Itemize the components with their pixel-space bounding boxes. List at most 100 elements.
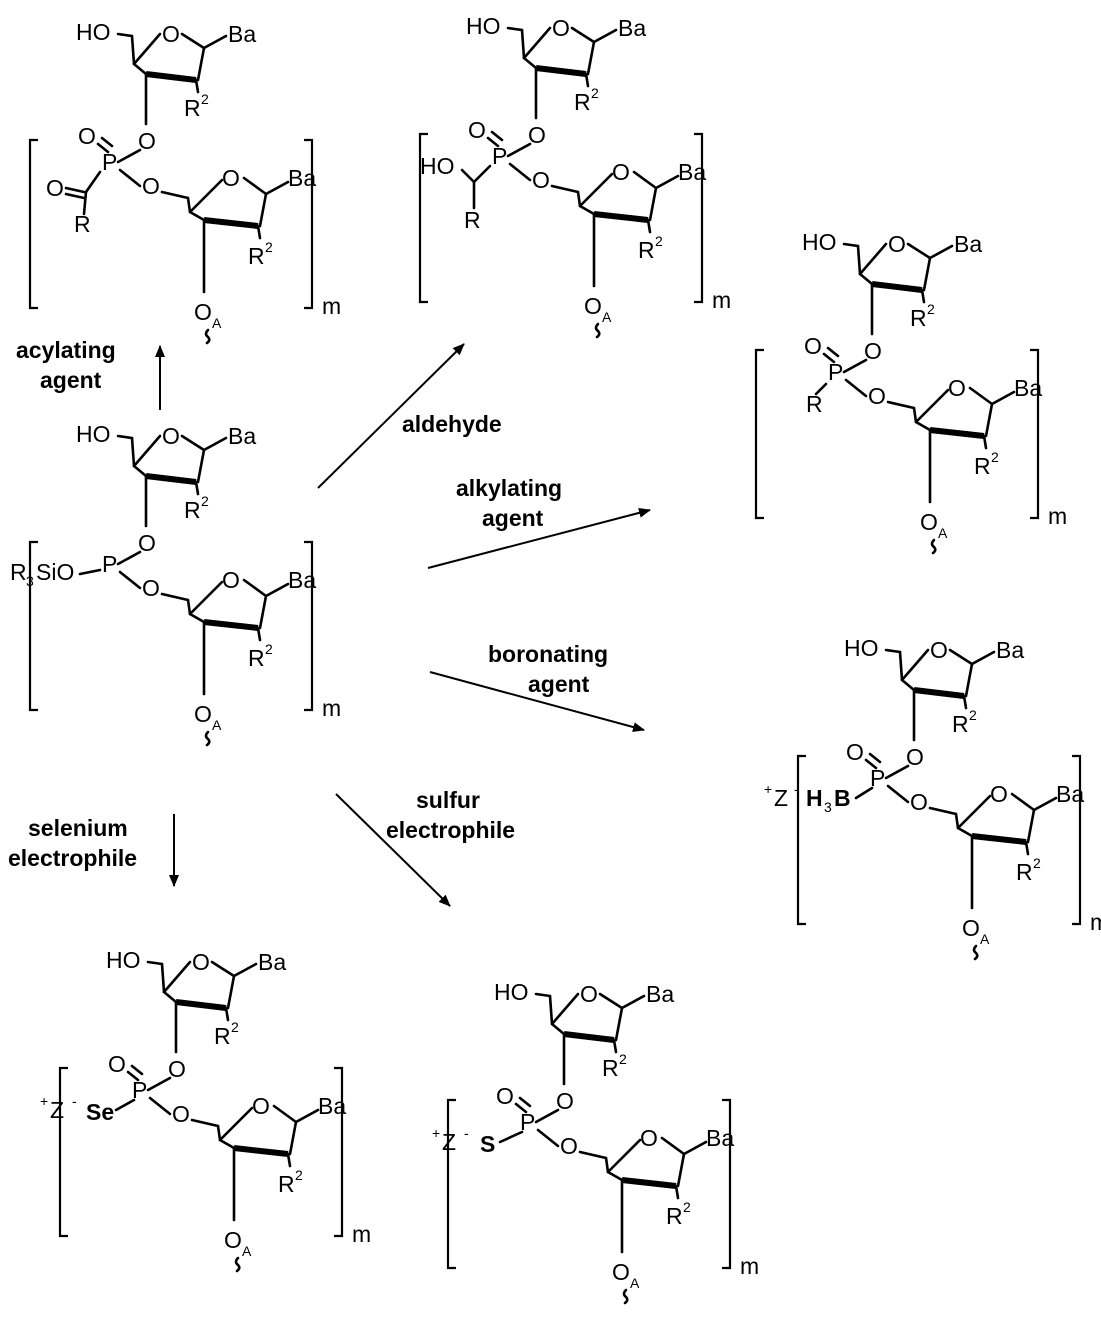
svg-text:B: B xyxy=(834,785,851,811)
svg-text:aldehyde: aldehyde xyxy=(402,411,502,437)
alkyl-product: HO O Ba R 2 O P O O xyxy=(756,229,1067,553)
svg-text:boronating: boronating xyxy=(488,641,608,667)
svg-text:R: R xyxy=(464,207,481,233)
svg-text:O: O xyxy=(172,1101,190,1127)
svg-text:O: O xyxy=(142,173,160,199)
svg-text:O: O xyxy=(580,981,598,1007)
svg-text:R: R xyxy=(974,453,991,479)
svg-text:HO: HO xyxy=(466,13,501,39)
svg-text:A: A xyxy=(602,309,612,325)
svg-text:R: R xyxy=(638,237,655,263)
svg-text:O: O xyxy=(990,781,1008,807)
svg-text:HO: HO xyxy=(802,229,837,255)
svg-text:A: A xyxy=(938,525,948,541)
svg-text:S: S xyxy=(480,1131,495,1157)
svg-text:O: O xyxy=(962,915,980,941)
svg-text:O: O xyxy=(194,299,212,325)
svg-text:m: m xyxy=(712,287,731,313)
svg-text:R: R xyxy=(952,711,969,737)
svg-text:2: 2 xyxy=(619,1051,627,1067)
svg-text:O: O xyxy=(78,123,96,149)
svg-text:O: O xyxy=(910,789,928,815)
reagent-aldehyde: aldehyde xyxy=(402,411,502,437)
svg-text:Ba: Ba xyxy=(646,981,674,1007)
svg-text:R: R xyxy=(74,211,91,237)
svg-text:P: P xyxy=(102,551,117,577)
svg-text:Z: Z xyxy=(442,1129,456,1155)
svg-text:O: O xyxy=(46,175,64,201)
svg-text:electrophile: electrophile xyxy=(8,845,137,871)
svg-text:H: H xyxy=(806,785,823,811)
acyl-product: HO O Ba R 2 O P O O xyxy=(30,19,341,343)
svg-text:2: 2 xyxy=(591,85,599,101)
svg-text:Ba: Ba xyxy=(258,949,286,975)
svg-text:A: A xyxy=(212,717,222,733)
svg-text:R: R xyxy=(184,497,201,523)
svg-text:agent: agent xyxy=(482,505,544,531)
svg-text:O: O xyxy=(868,383,886,409)
svg-text:R: R xyxy=(1016,859,1033,885)
svg-text:2: 2 xyxy=(265,641,273,657)
reagent-acylating: acylating agent xyxy=(16,337,116,393)
svg-text:2: 2 xyxy=(991,449,999,465)
silyl-phosphite-start: HO O Ba R 2 O P O O xyxy=(10,421,341,745)
svg-text:alkylating: alkylating xyxy=(456,475,562,501)
svg-text:2: 2 xyxy=(969,707,977,723)
svg-text:P: P xyxy=(492,143,507,169)
svg-text:O: O xyxy=(108,1051,126,1077)
svg-text:O: O xyxy=(552,15,570,41)
svg-text:O: O xyxy=(846,739,864,765)
svg-text:O: O xyxy=(222,165,240,191)
svg-text:O: O xyxy=(888,231,906,257)
svg-text:HO: HO xyxy=(494,979,529,1005)
svg-text:2: 2 xyxy=(201,493,209,509)
svg-text:R: R xyxy=(574,89,591,115)
svg-text:Z: Z xyxy=(50,1097,64,1123)
svg-text:O: O xyxy=(142,575,160,601)
svg-text:R: R xyxy=(806,391,823,417)
svg-text:P: P xyxy=(102,149,117,175)
svg-text:Z: Z xyxy=(774,785,788,811)
svg-text:HO: HO xyxy=(106,947,141,973)
svg-text:A: A xyxy=(980,931,990,947)
reagent-boronating: boronating agent xyxy=(488,641,608,697)
svg-text:m: m xyxy=(322,293,341,319)
svg-text:+: + xyxy=(432,1125,440,1141)
svg-text:O: O xyxy=(930,637,948,663)
svg-text:acylating: acylating xyxy=(16,337,116,363)
dinucleotide-core: HO O Ba R 2 O P O O xyxy=(30,421,341,745)
svg-text:m: m xyxy=(1090,909,1101,935)
svg-text:3: 3 xyxy=(26,573,34,589)
svg-text:A: A xyxy=(212,315,222,331)
dinucleotide-core: HO O Ba R 2 O P O O xyxy=(756,229,1067,553)
svg-text:R: R xyxy=(910,305,927,331)
svg-text:m: m xyxy=(322,695,341,721)
svg-text:O: O xyxy=(224,1227,242,1253)
svg-text:A: A xyxy=(630,1275,640,1291)
svg-text:2: 2 xyxy=(683,1199,691,1215)
reagent-sulfur: sulfur electrophile xyxy=(386,787,515,843)
svg-text:O: O xyxy=(948,375,966,401)
svg-text:Ba: Ba xyxy=(954,231,982,257)
svg-text:-: - xyxy=(794,781,799,797)
svg-text:P: P xyxy=(828,359,843,385)
svg-text:HO: HO xyxy=(76,19,111,45)
svg-text:2: 2 xyxy=(295,1167,303,1183)
svg-text:HO: HO xyxy=(76,421,111,447)
svg-text:Se: Se xyxy=(86,1099,114,1125)
svg-text:R: R xyxy=(666,1203,683,1229)
svg-text:2: 2 xyxy=(1033,855,1041,871)
svg-text:R: R xyxy=(602,1055,619,1081)
dinucleotide-core: HO O Ba R 2 O P O O xyxy=(30,19,341,343)
hydroxyphosphonate-product: HO O Ba R 2 O P O O xyxy=(420,13,731,337)
svg-text:R: R xyxy=(184,95,201,121)
svg-text:O: O xyxy=(560,1133,578,1159)
svg-text:O: O xyxy=(162,423,180,449)
svg-text:O: O xyxy=(532,167,550,193)
svg-text:m: m xyxy=(1048,503,1067,529)
svg-text:agent: agent xyxy=(40,367,102,393)
svg-text:2: 2 xyxy=(265,239,273,255)
svg-text:O: O xyxy=(222,567,240,593)
svg-text:2: 2 xyxy=(655,233,663,249)
svg-text:O: O xyxy=(162,21,180,47)
